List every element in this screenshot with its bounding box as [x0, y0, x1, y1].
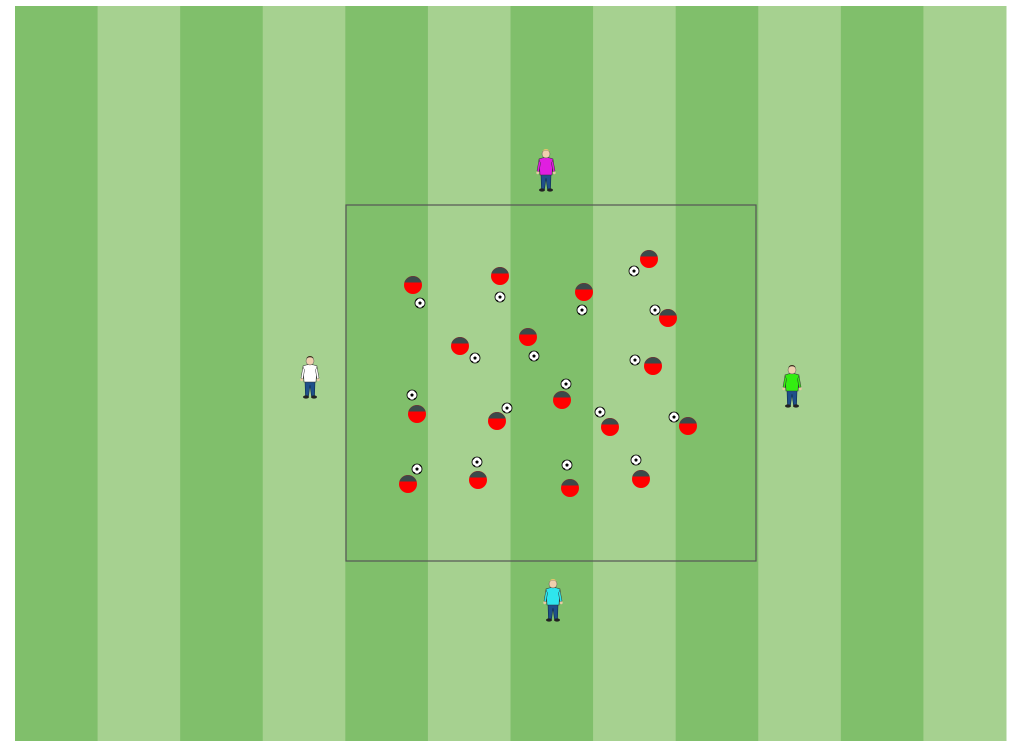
soccer-ball-icon [407, 390, 417, 400]
pitch-stripes [15, 6, 1007, 741]
soccer-ball-icon [630, 355, 640, 365]
red-player-marker-icon [644, 357, 662, 375]
soccer-ball-icon [415, 298, 425, 308]
red-player-marker-icon [469, 471, 487, 489]
red-player-marker-icon [451, 337, 469, 355]
pitch-stripe [428, 6, 511, 741]
pitch-stripe [180, 6, 263, 741]
red-player-marker-icon [575, 283, 593, 301]
red-player-marker-icon [561, 479, 579, 497]
soccer-ball-icon [650, 305, 660, 315]
red-player-marker-icon [659, 309, 677, 327]
pitch-stripe [923, 6, 1006, 741]
soccer-ball-icon [561, 379, 571, 389]
red-player-marker-icon [553, 391, 571, 409]
red-player-marker-icon [601, 418, 619, 436]
pitch-stripe [841, 6, 924, 741]
pitch-stripe [593, 6, 676, 741]
red-player-marker-icon [491, 267, 509, 285]
soccer-ball-icon [470, 353, 480, 363]
soccer-ball-icon [412, 464, 422, 474]
red-player-marker-icon [404, 276, 422, 294]
soccer-ball-icon [631, 455, 641, 465]
soccer-ball-icon [577, 305, 587, 315]
red-player-marker-icon [488, 412, 506, 430]
pitch-stripe [511, 6, 594, 741]
red-player-marker-icon [408, 405, 426, 423]
soccer-ball-icon [669, 412, 679, 422]
red-player-marker-icon [640, 250, 658, 268]
soccer-ball-icon [562, 460, 572, 470]
red-player-marker-icon [519, 328, 537, 346]
soccer-ball-icon [495, 292, 505, 302]
pitch-stripe [676, 6, 759, 741]
pitch-stripe [345, 6, 428, 741]
soccer-ball-icon [595, 407, 605, 417]
red-player-marker-icon [632, 470, 650, 488]
pitch-stripe [758, 6, 841, 741]
soccer-ball-icon [472, 457, 482, 467]
soccer-ball-icon [629, 266, 639, 276]
soccer-ball-icon [529, 351, 539, 361]
soccer-ball-icon [502, 403, 512, 413]
red-player-marker-icon [679, 417, 697, 435]
pitch-stripe [15, 6, 98, 741]
red-player-marker-icon [399, 475, 417, 493]
pitch-stripe [98, 6, 181, 741]
